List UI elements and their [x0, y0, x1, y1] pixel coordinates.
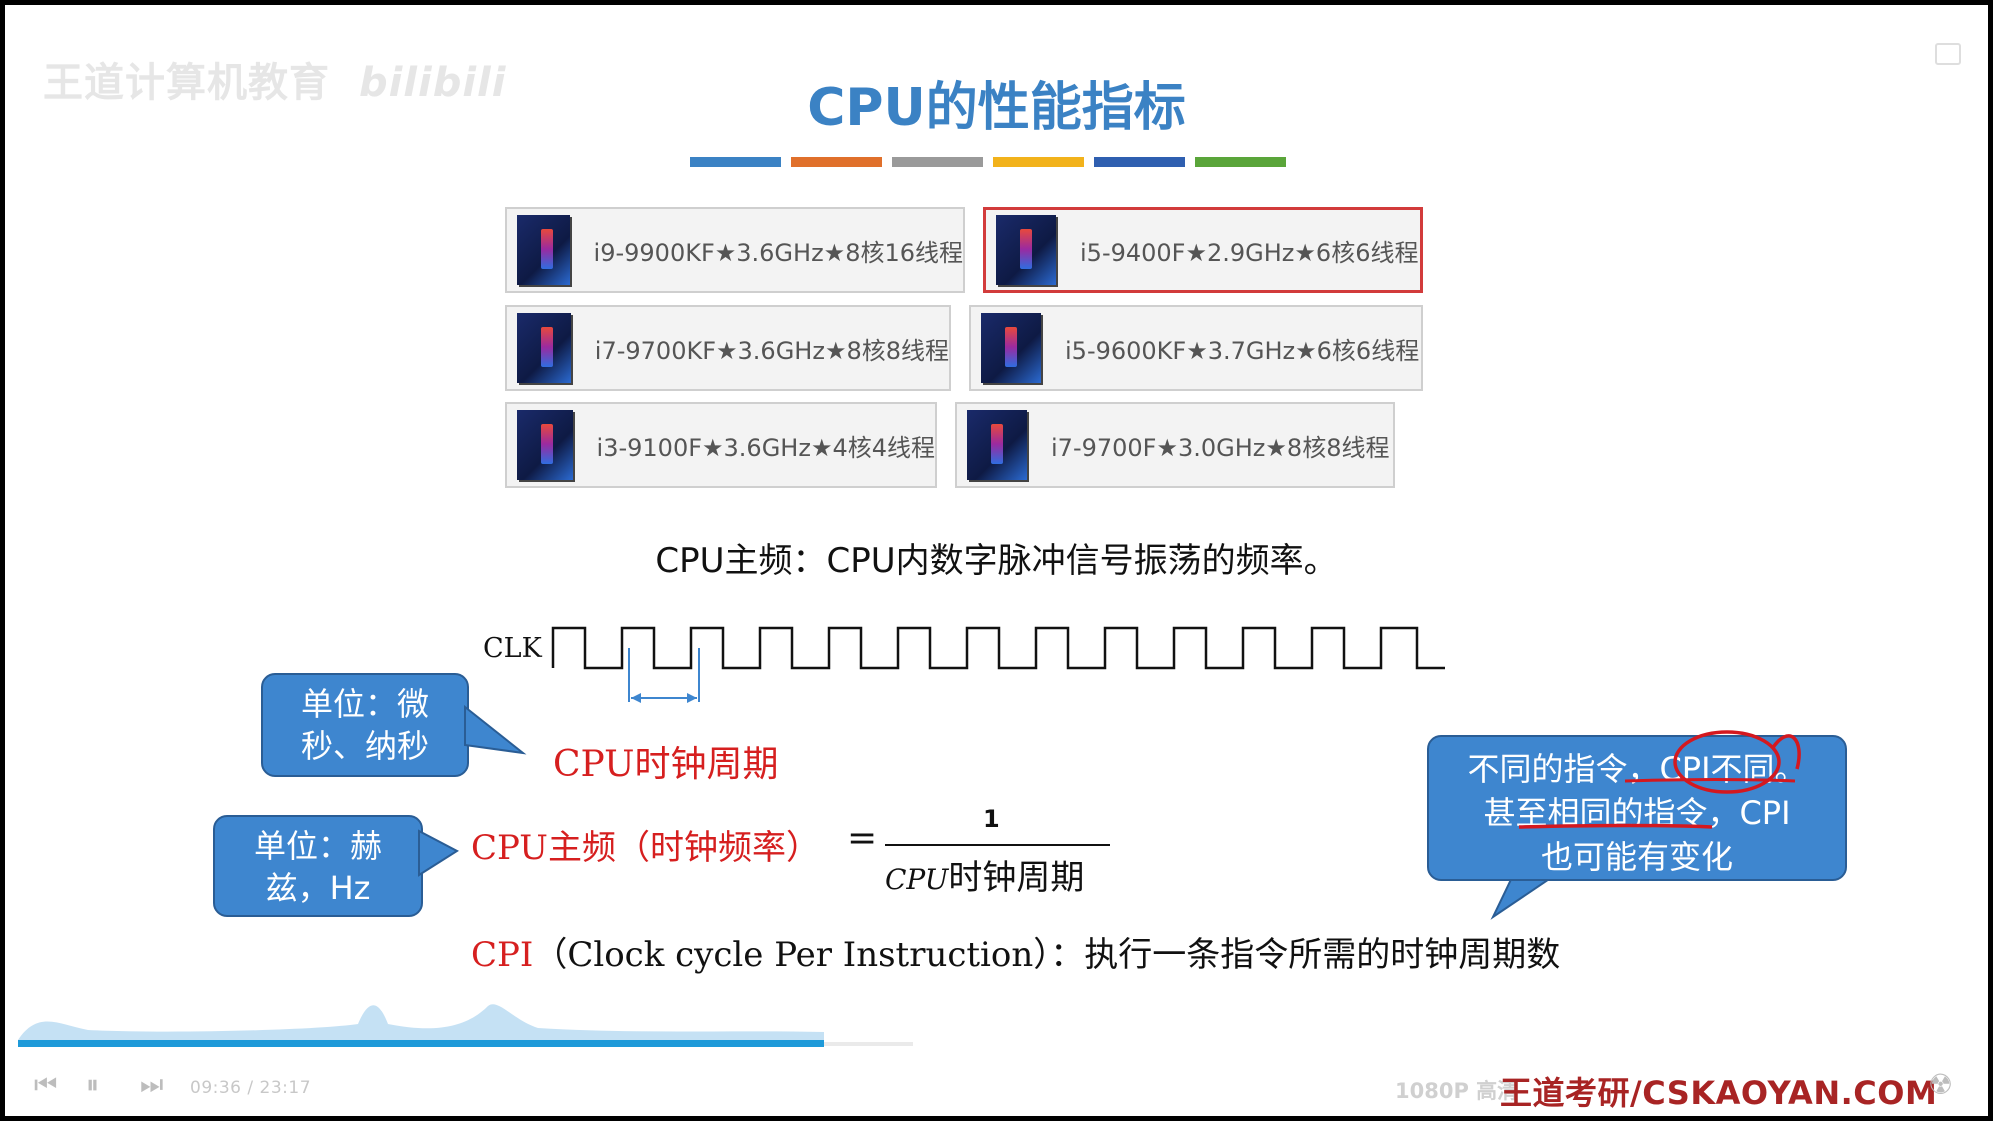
accent-bar	[1094, 157, 1185, 167]
callout-line: 单位：赫	[253, 827, 382, 865]
callout-line: 单位：微	[300, 685, 429, 723]
cpu-card-i3-9100f: i3-9100F★3.6GHz★4核4线程	[505, 402, 937, 488]
cpu-box-image	[517, 313, 571, 383]
cpi-expansion: （Clock cycle Per Instruction）：执行一条指令所需的时…	[533, 935, 1561, 975]
danmaku-toggle-icon[interactable]	[1935, 43, 1961, 65]
cpu-box-image	[981, 313, 1041, 383]
clk-label: CLK	[483, 633, 542, 664]
fraction-bar	[885, 844, 1110, 846]
cpu-label: i5-9600KF★3.7GHz★6核6线程	[1065, 336, 1420, 365]
cpu-box-image	[967, 410, 1027, 480]
cpu-card-i9-9900kf: i9-9900KF★3.6GHz★8核16线程	[505, 207, 965, 293]
period-arrowhead-right	[687, 693, 697, 703]
cpu-label: i7-9700F★3.0GHz★8核8线程	[1051, 433, 1390, 462]
cpu-box-image	[517, 215, 570, 285]
accent-bar	[791, 157, 882, 167]
cpu-box-image	[996, 215, 1056, 285]
title-accent-bars	[690, 157, 1286, 167]
cpu-label: i9-9900KF★3.6GHz★8核16线程	[593, 238, 963, 267]
denominator-prefix: CPU	[885, 863, 949, 896]
callout-frequency-unit: 单位：赫 兹，Hz	[213, 815, 423, 917]
accent-bar	[892, 157, 983, 167]
formula-denominator: CPU时钟周期	[885, 850, 1084, 899]
formula-equals: =	[847, 818, 878, 859]
cpu-card-i7-9700kf: i7-9700KF★3.6GHz★8核8线程	[505, 305, 951, 391]
formula-lhs: CPU主频（时钟频率）	[471, 828, 820, 868]
denominator-suffix: 时钟周期	[948, 858, 1085, 898]
callout-pointer	[464, 705, 527, 755]
bilibili-watermark: 王道计算机教育 bilibili	[43, 50, 506, 108]
cpu-card-i5-9400f: i5-9400F★2.9GHz★6核6线程	[983, 207, 1423, 293]
clock-waveform	[551, 626, 1445, 703]
cpu-label: i5-9400F★2.9GHz★6核6线程	[1080, 238, 1419, 267]
period-arrowhead-left	[631, 693, 641, 703]
callout-line: 也可能有变化	[1540, 838, 1733, 876]
cpi-term: CPI	[471, 935, 534, 975]
lecture-slide: 王道计算机教育 bilibili CPU的性能指标 i9-9900KF★3.6G…	[5, 5, 1988, 1116]
watermark-brand: 王道计算机教育	[43, 60, 330, 106]
callout-line: 兹，Hz	[265, 869, 371, 907]
cpu-card-i7-9700f: i7-9700F★3.0GHz★8核8线程	[955, 402, 1395, 488]
handwritten-annotation	[1518, 730, 1801, 829]
clock-signal-line	[551, 626, 1445, 670]
cpi-definition: CPI（Clock cycle Per Instruction）：执行一条指令所…	[471, 927, 1560, 976]
callout-line: 秒、纳秒	[300, 727, 429, 765]
callout-pointer	[418, 829, 459, 877]
accent-bar	[993, 157, 1084, 167]
cpu-box-image	[517, 410, 573, 480]
callout-period-unit: 单位：微 秒、纳秒	[261, 673, 469, 777]
formula-numerator: 1	[983, 805, 1000, 833]
accent-bar	[1195, 157, 1286, 167]
accent-bar	[690, 157, 781, 167]
watermark-site: bilibili	[358, 60, 507, 106]
cpu-clock-period-label: CPU时钟周期	[553, 744, 779, 785]
cpu-label: i3-9100F★3.6GHz★4核4线程	[596, 433, 935, 462]
cpu-label: i7-9700KF★3.6GHz★8核8线程	[594, 336, 949, 365]
slide-title: CPU的性能指标	[807, 78, 1186, 138]
cpu-card-i5-9600kf: i5-9600KF★3.7GHz★6核6线程	[969, 305, 1423, 391]
cpu-frequency-definition: CPU主频：CPU内数字脉冲信号振荡的频率。	[655, 541, 1338, 581]
